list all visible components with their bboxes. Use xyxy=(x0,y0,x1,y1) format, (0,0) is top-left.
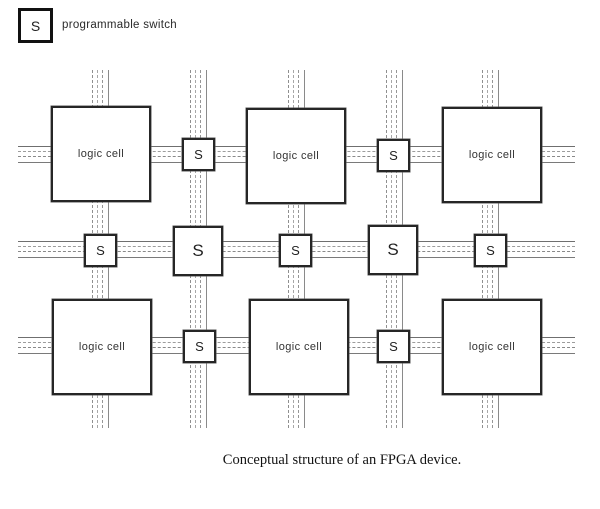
switch-mid-2: S xyxy=(173,226,223,276)
switch-label: S xyxy=(96,243,105,258)
legend-label: programmable switch xyxy=(62,19,177,31)
logic-cell-bottom-middle: logic cell xyxy=(249,299,349,395)
logic-cell-label: logic cell xyxy=(77,148,125,160)
switch-label: S xyxy=(389,339,398,354)
switch-mid-1: S xyxy=(84,234,117,267)
switch-top-1: S xyxy=(182,138,215,171)
switch-label: S xyxy=(389,148,398,163)
switch-mid-4: S xyxy=(368,225,418,275)
logic-cell-label: logic cell xyxy=(468,341,516,353)
logic-cell-bottom-left: logic cell xyxy=(52,299,152,395)
switch-label: S xyxy=(486,243,495,258)
switch-bottom-1: S xyxy=(183,330,216,363)
switch-top-2: S xyxy=(377,139,410,172)
logic-cell-label: logic cell xyxy=(468,149,516,161)
switch-label: S xyxy=(387,240,399,259)
switch-bottom-2: S xyxy=(377,330,410,363)
logic-cell-top-left: logic cell xyxy=(51,106,151,202)
logic-cell-label: logic cell xyxy=(78,341,126,353)
logic-cell-top-middle: logic cell xyxy=(246,108,346,204)
logic-cell-bottom-right: logic cell xyxy=(442,299,542,395)
logic-cell-label: logic cell xyxy=(275,341,323,353)
legend-switch-symbol: S xyxy=(30,17,41,34)
switch-label: S xyxy=(194,147,203,162)
logic-cell-top-right: logic cell xyxy=(442,107,542,203)
switch-label: S xyxy=(192,241,204,260)
logic-cell-label: logic cell xyxy=(272,150,320,162)
switch-mid-5: S xyxy=(474,234,507,267)
figure-caption: Conceptual structure of an FPGA device. xyxy=(222,452,462,468)
legend-switch-box: S xyxy=(18,8,53,43)
switch-label: S xyxy=(291,243,300,258)
switch-label: S xyxy=(195,339,204,354)
switch-mid-3: S xyxy=(279,234,312,267)
